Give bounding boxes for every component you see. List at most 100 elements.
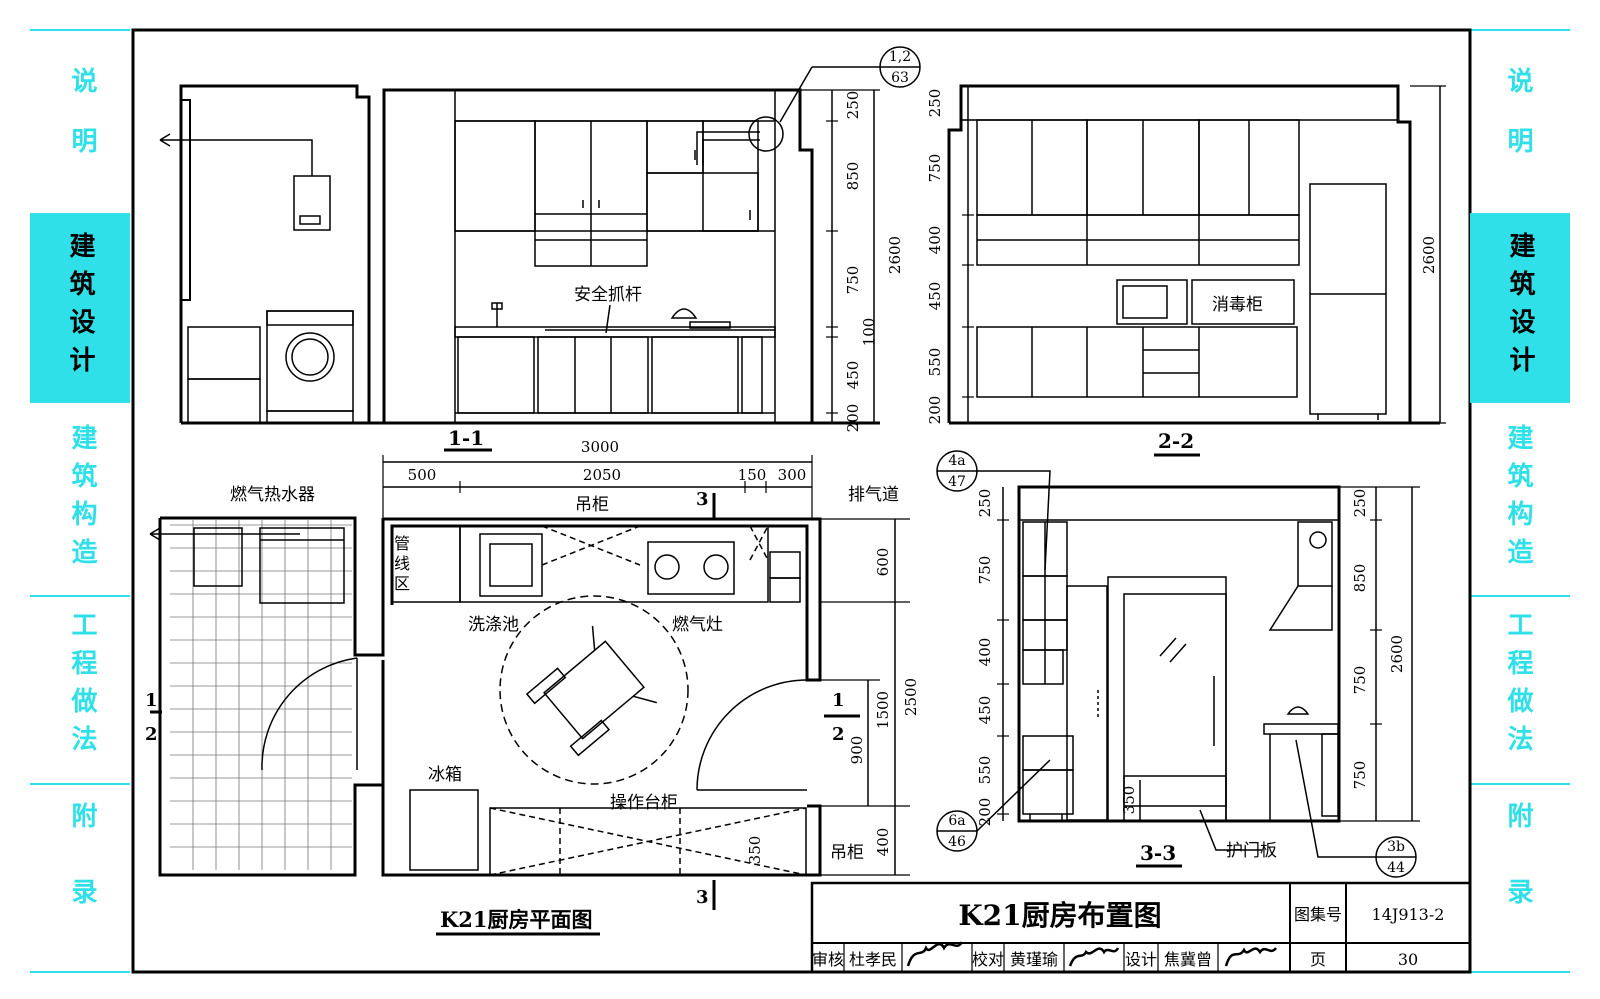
- atlas-number: 14J913-2: [1372, 905, 1445, 924]
- dim-750: 750: [926, 154, 944, 183]
- width-seg-300: 300: [778, 466, 807, 484]
- depth-dim-400: 400: [874, 828, 892, 857]
- dim-450: 450: [976, 696, 994, 725]
- section-mark-3-top: 3: [696, 489, 709, 510]
- sidebar-item-label: 说明: [67, 67, 97, 187]
- width-seg-2050: 2050: [583, 466, 621, 484]
- ref-4a-top: 4a: [948, 453, 965, 469]
- elevation-2-2-labels: 250 750 400 450 550 200 2600 消毒柜 2-2: [926, 89, 1438, 453]
- sidebar-item-label: 工程做法: [1503, 611, 1533, 763]
- stove-label: 燃气灶: [672, 615, 723, 635]
- ref-6a-bottom: 46: [948, 834, 966, 850]
- pipe-zone-label: 管线区: [394, 534, 411, 593]
- dim-850: 850: [1351, 564, 1369, 593]
- sidebar-item-appendix[interactable]: 附录: [1468, 795, 1568, 960]
- sidebar-item-engineering-methods[interactable]: 工程做法: [32, 602, 132, 772]
- sidebar-item-appendix[interactable]: 附录: [32, 795, 132, 960]
- dim-550: 550: [976, 756, 994, 785]
- wall-cabinet-top-label: 吊柜: [575, 495, 609, 515]
- elevation-2-2: [947, 84, 1446, 425]
- sidebar-item-notes[interactable]: 说明: [1468, 62, 1568, 192]
- dim-250: 250: [926, 89, 944, 118]
- depth-dim-600: 600: [874, 548, 892, 577]
- grab-bar-label: 安全抓杆: [574, 285, 642, 305]
- sterilizer-label: 消毒柜: [1212, 295, 1263, 315]
- page-label: 页: [1310, 950, 1326, 969]
- dim-100: 100: [860, 318, 878, 347]
- section-label-3-3: 3-3: [1140, 841, 1176, 865]
- fridge-label: 冰箱: [428, 765, 462, 785]
- dim-550: 550: [926, 348, 944, 377]
- depth-dim-900: 900: [848, 736, 866, 765]
- ref-3b-bottom: 44: [1387, 860, 1405, 876]
- review-label: 审核: [812, 950, 844, 969]
- dim-400: 400: [926, 226, 944, 255]
- dim-2600: 2600: [1420, 236, 1438, 274]
- dim-2600: 2600: [886, 236, 904, 274]
- door-guard-label: 护门板: [1226, 841, 1277, 861]
- dim-2600: 2600: [1388, 635, 1406, 673]
- width-seg-500: 500: [408, 466, 437, 484]
- width-seg-150: 150: [738, 466, 767, 484]
- dim-750: 750: [976, 556, 994, 585]
- checker-name: 黄瑾瑜: [1010, 950, 1058, 969]
- page-number: 30: [1398, 950, 1418, 969]
- sidebar-item-architectural-design[interactable]: 建筑设计: [30, 213, 130, 403]
- sidebar-item-architectural-design[interactable]: 建筑设计: [1470, 213, 1570, 403]
- kitchen-plan: [149, 455, 910, 910]
- sidebar-item-construction[interactable]: 建筑构造: [1468, 415, 1568, 585]
- dim-450: 450: [926, 282, 944, 311]
- title-block-text: K21厨房布置图 图集号 14J913-2 审核 杜孝民 校对 黄瑾瑜 设计 焦…: [812, 899, 1444, 969]
- water-heater-label: 燃气热水器: [230, 485, 315, 505]
- sidebar-item-label: 工程做法: [67, 611, 97, 763]
- elevation-3-3: [936, 450, 1420, 878]
- plan-title: K21厨房平面图: [440, 907, 592, 932]
- drawing-title: K21厨房布置图: [958, 899, 1161, 932]
- counter-label: 操作台柜: [610, 793, 678, 813]
- ref-6a-top: 6a: [948, 813, 965, 829]
- depth-dim-350: 350: [746, 836, 764, 865]
- section-mark-1-right: 1: [832, 690, 845, 711]
- section-mark-1-left: 1: [145, 690, 158, 711]
- elevation-1-1-labels: 250 850 750 100 450 200 2600 安全抓杆 1,2 63…: [448, 49, 911, 450]
- ref-3b-top: 3b: [1387, 839, 1405, 855]
- section-mark-3-bottom: 3: [696, 887, 709, 908]
- sidebar-item-label: 建筑构造: [67, 424, 97, 576]
- dim-250: 250: [976, 489, 994, 518]
- dim-450: 450: [844, 361, 862, 390]
- dim-250: 250: [1351, 489, 1369, 518]
- dim-750: 750: [1351, 666, 1369, 695]
- sidebar-rules: [30, 29, 1570, 973]
- kitchen-plan-labels: 3000 500 2050 150 300 600 2500 1500 900 …: [145, 438, 920, 932]
- sidebar-item-notes[interactable]: 说明: [32, 62, 132, 192]
- elevation-1-1: [159, 46, 921, 425]
- exhaust-duct-label: 排气道: [848, 485, 899, 505]
- sidebar-item-label: 附录: [67, 801, 97, 954]
- section-label-1-1: 1-1: [448, 426, 484, 450]
- section-label-2-2: 2-2: [1158, 429, 1194, 453]
- dim-350: 350: [1120, 786, 1138, 815]
- elevation-3-3-labels: 250 750 400 450 550 200 250 850 750 750 …: [948, 453, 1406, 876]
- dim-200: 200: [976, 798, 994, 827]
- sidebar-item-label: 说明: [1503, 67, 1533, 187]
- sidebar-item-construction[interactable]: 建筑构造: [32, 415, 132, 585]
- sidebar-item-engineering-methods[interactable]: 工程做法: [1468, 602, 1568, 772]
- design-label: 设计: [1125, 950, 1157, 969]
- ref-4a-bottom: 47: [948, 474, 966, 490]
- title-block: [810, 881, 1472, 974]
- sidebar-item-label: 建筑设计: [65, 232, 95, 384]
- check-label: 校对: [972, 950, 1004, 969]
- sink-label: 洗涤池: [468, 615, 519, 635]
- detail-ref-bottom: 63: [891, 70, 909, 86]
- sidebar-item-label: 建筑设计: [1505, 232, 1535, 384]
- overall-width-dim: 3000: [581, 438, 619, 456]
- drawing-frame: [131, 28, 1472, 974]
- designer-name: 焦冀曾: [1164, 950, 1212, 969]
- dim-200: 200: [926, 396, 944, 425]
- section-mark-2-left: 2: [145, 724, 158, 745]
- atlas-label: 图集号: [1294, 905, 1342, 924]
- detail-ref-top: 1,2: [889, 49, 911, 65]
- dim-250: 250: [844, 91, 862, 120]
- dim-850: 850: [844, 162, 862, 191]
